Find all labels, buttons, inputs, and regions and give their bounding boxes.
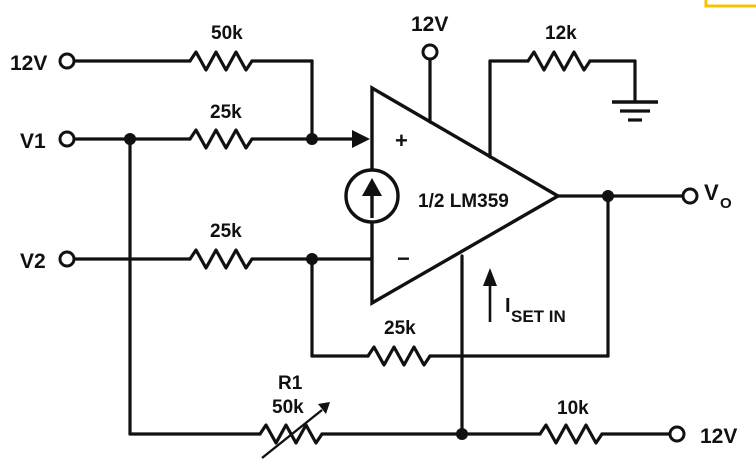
label-12v-bottom-right: 12V <box>700 425 737 448</box>
resistor-25k-feedback <box>366 345 432 367</box>
resistor-25k-v1 <box>188 128 254 150</box>
plus-input-arrow-icon <box>352 130 370 148</box>
terminal-vout[interactable] <box>681 187 699 205</box>
label-vout-subscript: O <box>720 195 732 212</box>
label-plus: + <box>395 128 408 153</box>
variable-resistor-icon <box>261 402 330 459</box>
current-source-arrow-head <box>362 178 382 196</box>
label-r-25k-v2: 25k <box>210 221 242 242</box>
label-v1: V1 <box>20 130 46 153</box>
resistor-12k <box>526 50 592 72</box>
ground-icon <box>612 100 658 122</box>
label-opamp: 1/2 LM359 <box>418 191 509 212</box>
junction-dot <box>456 428 468 440</box>
label-iset-subscript: SET IN <box>511 307 566 326</box>
arrow-icon <box>483 268 497 286</box>
resistor-50k-top <box>188 50 254 72</box>
junction-dot <box>602 190 614 202</box>
label-12v-top: 12V <box>411 13 448 36</box>
label-r-25k-feedback: 25k <box>384 318 416 339</box>
terminal-v1[interactable] <box>58 130 76 148</box>
terminal-12v-bottom[interactable] <box>668 425 686 443</box>
label-vout: V <box>704 180 719 205</box>
label-r-12k: 12k <box>545 23 577 44</box>
label-v2: V2 <box>20 250 46 273</box>
label-r1-value: 50k <box>272 397 304 418</box>
terminal-12v-top[interactable] <box>421 43 439 61</box>
label-iset: I <box>505 295 511 317</box>
label-r-10k: 10k <box>557 398 589 419</box>
label-r-50k-top: 50k <box>211 23 243 44</box>
terminal-v2[interactable] <box>58 250 76 268</box>
resistor-10k <box>538 423 604 445</box>
label-r-25k-v1: 25k <box>210 102 242 123</box>
label-r1-name: R1 <box>278 373 303 394</box>
label-minus: − <box>397 246 410 271</box>
label-12v-left: 12V <box>10 52 47 75</box>
resistor-25k-v2 <box>188 248 254 270</box>
corner-accent <box>704 0 756 8</box>
terminal-12v-left[interactable] <box>58 52 76 70</box>
junction-dot <box>306 133 318 145</box>
